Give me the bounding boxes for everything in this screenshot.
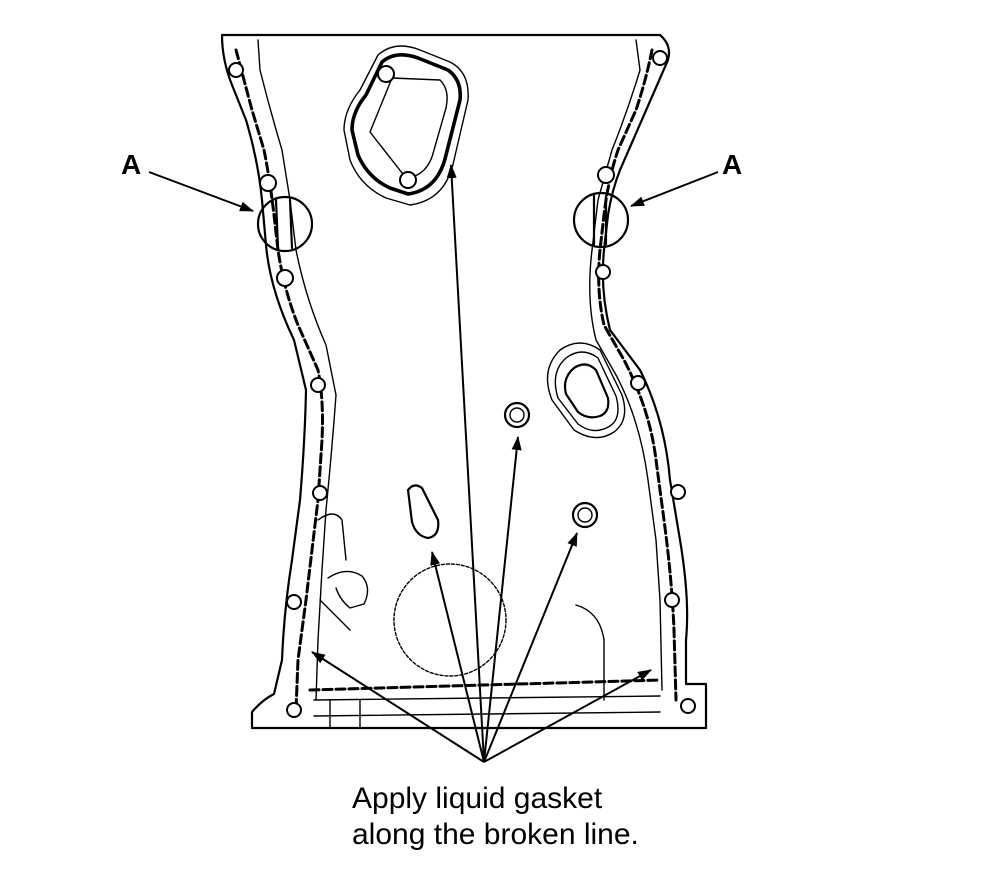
leader-arrow (430, 551, 485, 763)
bolt-hole (286, 702, 302, 718)
lower-left-features (317, 513, 369, 631)
bolt-holes (228, 50, 696, 718)
bolt-hole (259, 174, 277, 192)
bolt-hole (597, 166, 615, 184)
bolt-hole (652, 50, 668, 66)
bolt-hole (680, 698, 696, 714)
side-oval-opening (546, 342, 626, 439)
cover-outer-outline (220, 33, 708, 730)
bottom-rail (313, 695, 661, 729)
leader-arrow (483, 669, 652, 763)
marker-circle-left-detail (274, 198, 294, 250)
round-bosses (503, 401, 599, 529)
leader-arrow (311, 651, 485, 763)
lower-right-curve (575, 604, 605, 701)
slot-opening (406, 484, 440, 540)
bolt-hole (228, 62, 244, 78)
crank-seal-area (393, 563, 507, 677)
leader-arrow (446, 164, 485, 763)
caption-line-1: Apply liquid gasket (352, 782, 603, 815)
flange-inner-left (257, 39, 337, 701)
bolt-hole (670, 484, 686, 500)
bolt-hole (664, 592, 680, 608)
gasket-broken-line-right (597, 48, 678, 702)
bolt-hole (286, 594, 302, 610)
caption-line-2: along the broken line. (352, 818, 639, 851)
marker-arrow-left (148, 171, 254, 212)
upper-opening (343, 45, 469, 206)
gasket-broken-line-left (234, 48, 324, 712)
bolt-hole (312, 485, 328, 501)
gasket-leader-arrows (311, 164, 652, 763)
marker-circle-right-detail (592, 194, 608, 246)
marker-circle-left (256, 195, 314, 253)
marker-circle-right (572, 191, 630, 249)
bolt-hole (276, 269, 294, 287)
bolt-hole (310, 377, 326, 393)
leader-arrow (483, 436, 522, 763)
bolt-hole (595, 264, 611, 280)
marker-label-right: A (722, 149, 742, 180)
leader-arrow (483, 532, 578, 763)
bolt-hole (630, 375, 646, 391)
flange-inner-right (589, 39, 663, 691)
marker-label-left: A (121, 149, 141, 180)
marker-arrow-right (630, 171, 719, 207)
